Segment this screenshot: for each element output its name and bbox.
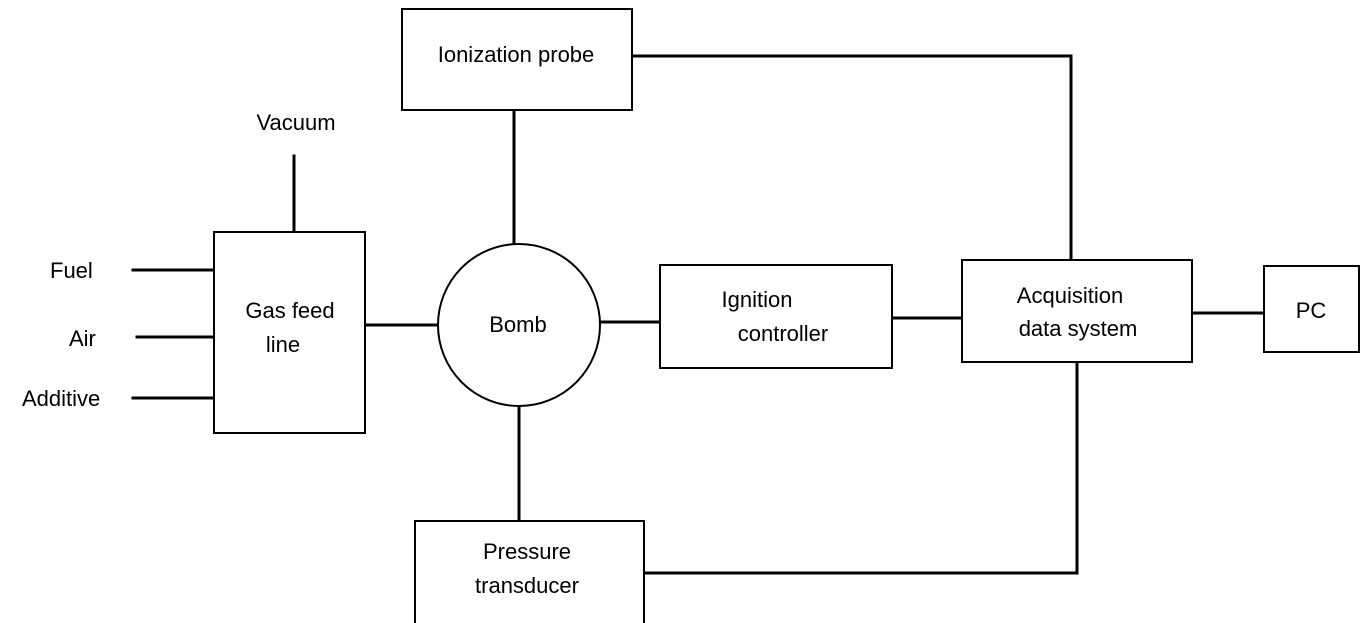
fuel-label: Fuel	[50, 258, 93, 283]
pc-box	[1263, 265, 1360, 353]
gas-feed-line-box	[213, 231, 366, 434]
gas-feed-line-label-line2: line	[266, 332, 300, 357]
ignition-controller-label-line2: controller	[738, 321, 828, 346]
wire-ionization-acquisition	[630, 54, 1073, 262]
wire-pressure-acquisition	[642, 361, 1079, 575]
vacuum-label: Vacuum	[256, 110, 335, 135]
bomb-label: Bomb	[489, 312, 546, 337]
ionization-probe-label: Ionization probe	[438, 42, 595, 67]
acquisition-data-system-box	[961, 259, 1193, 363]
additive-label: Additive	[22, 386, 100, 411]
ignition-controller-label-line1: Ignition	[722, 287, 793, 312]
pressure-transducer-box	[414, 520, 645, 623]
ignition-controller-box	[659, 264, 893, 369]
connections	[131, 54, 1266, 575]
pc-label: PC	[1296, 298, 1327, 323]
acquisition-data-system-label-line2: data system	[1019, 316, 1138, 341]
pressure-transducer-label-line2: transducer	[475, 573, 579, 598]
pressure-transducer-label-line1: Pressure	[483, 539, 571, 564]
ionization-probe-box	[401, 8, 633, 111]
bomb-circle	[437, 243, 601, 407]
gas-feed-line-label-line1: Gas feed	[245, 298, 334, 323]
acquisition-data-system-label-line1: Acquisition	[1017, 283, 1123, 308]
air-label: Air	[69, 326, 96, 351]
